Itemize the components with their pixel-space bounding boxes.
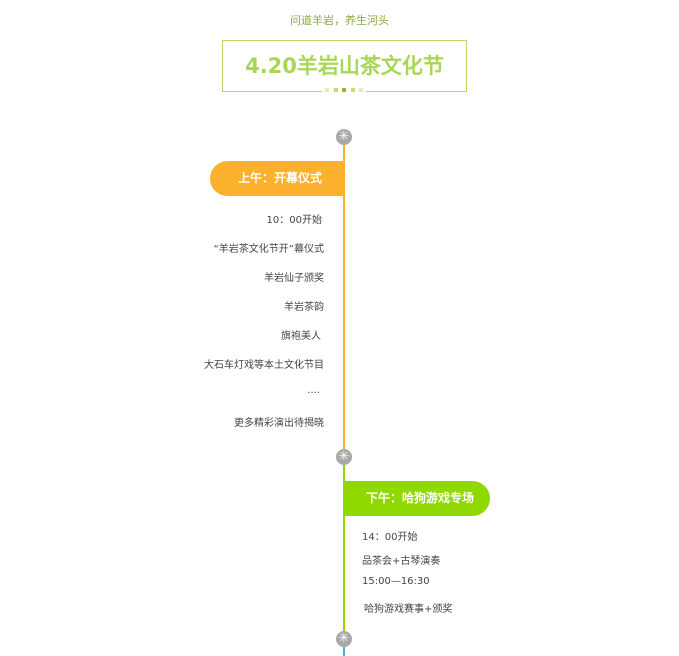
- morning-item: 羊岩仙子颁奖: [264, 273, 324, 284]
- afternoon-item: 品茶会+古琴演奏: [362, 556, 441, 567]
- morning-item: ....: [307, 385, 320, 396]
- title-decoration-dots: [322, 87, 366, 93]
- subtitle: 问道羊岩，养生河头: [290, 14, 389, 27]
- afternoon-section-label: 下午：哈狗游戏专场: [344, 481, 490, 516]
- morning-item: 羊岩茶韵: [284, 302, 324, 313]
- sun-icon: ✳: [336, 449, 352, 465]
- afternoon-item: 哈狗游戏赛事+颁奖: [364, 604, 453, 615]
- afternoon-item: 15:00—16:30: [362, 576, 430, 587]
- timeline-line-afternoon: [343, 465, 345, 633]
- morning-item: 10：00开始: [266, 215, 322, 226]
- timeline-line-end: [343, 646, 345, 656]
- morning-item: 大石车灯戏等本土文化节目: [204, 360, 324, 371]
- sun-icon: ✳: [336, 129, 352, 145]
- page-title: 4.20羊岩山茶文化节: [222, 40, 467, 92]
- morning-item: 旗袍美人: [281, 331, 321, 342]
- timeline-line-morning: [343, 145, 345, 450]
- morning-item: “羊岩茶文化节开”幕仪式: [213, 244, 324, 255]
- sun-icon: ✳: [336, 631, 352, 647]
- morning-section-label: 上午：开幕仪式: [210, 161, 344, 196]
- afternoon-item: 14：00开始: [362, 532, 418, 543]
- morning-item: 更多精彩演出待揭晓: [234, 418, 324, 429]
